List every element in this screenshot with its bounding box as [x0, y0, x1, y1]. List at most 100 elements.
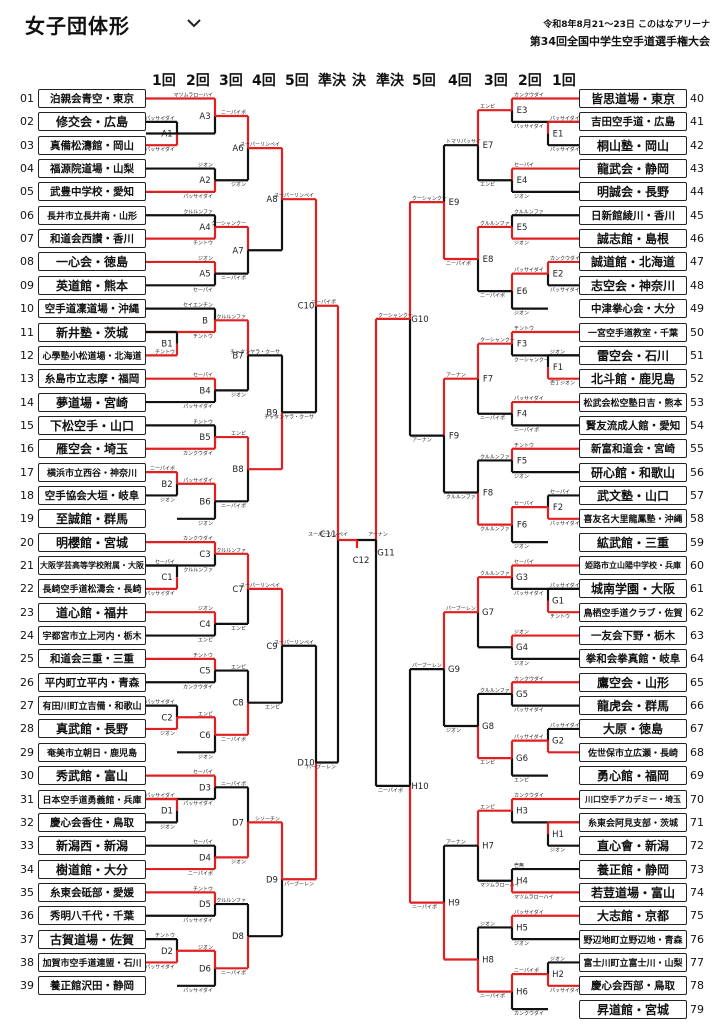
team-entry[interactable]: 佐世保市立広瀬・長崎	[579, 742, 687, 762]
team-entry[interactable]: 糸東会阿見支部・茨城	[579, 812, 687, 832]
team-entry[interactable]: 糸東会砥部・愛媛	[38, 882, 146, 902]
team-entry[interactable]: 研心館・和歌山	[579, 462, 687, 482]
team-entry[interactable]: 武豊中学校・愛知	[38, 182, 146, 202]
team-entry[interactable]: 大志館・京都	[579, 906, 687, 926]
team-entry[interactable]: 一宮空手道教室・千葉	[579, 322, 687, 342]
team-entry[interactable]: 奄美市立朝日・鹿児島	[38, 742, 146, 762]
match-label: C4	[199, 620, 210, 630]
team-entry[interactable]: 有田川町立吉備・和歌山	[38, 696, 146, 716]
team-entry[interactable]: 福源院道場・山梨	[38, 159, 146, 179]
team-entry[interactable]: 絋武館・三重	[579, 532, 687, 552]
team-entry[interactable]: 真武館・長野	[38, 719, 146, 739]
team-entry[interactable]: 勇心館・福岡	[579, 766, 687, 786]
team-entry[interactable]: 城南学園・大阪	[579, 579, 687, 599]
team-entry[interactable]: 養正館・静岡	[579, 859, 687, 879]
technique-label: ニーパイポ	[378, 787, 403, 794]
team-entry[interactable]: 樹道館・大分	[38, 859, 146, 879]
team-entry[interactable]: 志空会・神奈川	[579, 275, 687, 295]
technique-label: ニーパイポ	[480, 993, 505, 1000]
technique-label: セイエンチン	[183, 303, 213, 309]
team-entry[interactable]: 拳和会拳真館・岐阜	[579, 649, 687, 669]
team-entry[interactable]: 若荳道場・富山	[579, 882, 687, 902]
seed-number: 75	[690, 909, 704, 923]
team-entry[interactable]: 長井市立長井南・山形	[38, 205, 146, 225]
team-entry[interactable]: 新井塾・茨城	[38, 322, 146, 342]
team-entry[interactable]: 慶心会西部・鳥取	[579, 976, 687, 996]
team-entry[interactable]: 空手協会大垣・岐阜	[38, 485, 146, 505]
team-entry[interactable]: 川口空手アカデミー・埼玉	[579, 789, 687, 809]
team-entry[interactable]: 糸島市立志摩・福岡	[38, 369, 146, 389]
seed-number: 36	[20, 909, 34, 923]
team-entry[interactable]: 賢友流成人館・愛知	[579, 415, 687, 435]
team-entry[interactable]: 空手道凜道場・沖縄	[38, 299, 146, 319]
team-entry[interactable]: 大阪学芸高等学校附属・大阪	[38, 556, 146, 575]
team-entry[interactable]: 新富和道会・宮崎	[579, 439, 687, 459]
team-entry[interactable]: 富士川町立富士川・山梨	[579, 952, 687, 972]
team-entry[interactable]: 宇都宮市立上河内・栃木	[38, 626, 146, 646]
team-entry[interactable]: 慶心会香住・鳥取	[38, 812, 146, 832]
team-entry[interactable]: 道心館・福井	[38, 602, 146, 622]
technique-label: パッサイダイ	[183, 917, 213, 924]
technique-label: エンピ	[480, 805, 495, 811]
team-entry[interactable]: 龍虎会・群馬	[579, 696, 687, 716]
team-entry[interactable]: 誠志館・島根	[579, 229, 687, 249]
team-entry[interactable]: 誠道館・北海道	[579, 252, 687, 272]
team-entry[interactable]: 和道会三重・三重	[38, 649, 146, 669]
team-entry[interactable]: 横浜市立西谷・神奈川	[38, 462, 146, 482]
team-entry[interactable]: 龍武会・静岡	[579, 159, 687, 179]
team-entry[interactable]: 武文塾・山口	[579, 485, 687, 505]
team-entry[interactable]: 直心會・新潟	[579, 836, 687, 856]
team-entry[interactable]: 至誠館・群馬	[38, 509, 146, 529]
team-entry[interactable]: 修交会・広島	[38, 112, 146, 132]
team-entry[interactable]: 大原・徳島	[579, 719, 687, 739]
team-entry[interactable]: 泊親会青空・東京	[38, 89, 146, 108]
technique-label: チャタンヤラ・クーサ	[230, 348, 280, 355]
seed-number: 62	[690, 605, 704, 619]
match-label: E9	[449, 198, 460, 208]
technique-label: ジオン	[514, 941, 529, 947]
team-entry[interactable]: 下松空手・山口	[38, 415, 146, 435]
technique-label: ジオン	[231, 859, 246, 865]
team-entry[interactable]: 平内町立平内・青森	[38, 672, 146, 692]
team-entry[interactable]: 明誠会・長野	[579, 182, 687, 202]
team-entry[interactable]: 和道会西讃・香川	[38, 229, 146, 249]
team-entry[interactable]: 皆思道場・東京	[579, 89, 687, 108]
team-entry[interactable]: 古賀道場・佐賀	[38, 929, 146, 949]
team-entry[interactable]: 心學塾小松道場・北海道	[38, 345, 146, 365]
seed-number: 09	[20, 278, 34, 292]
team-entry[interactable]: 一友会下野・栃木	[579, 626, 687, 646]
team-entry[interactable]: 雷空会・石川	[579, 345, 687, 365]
team-entry[interactable]: 中津拳心会・大分	[579, 299, 687, 319]
team-entry[interactable]: 雁空会・埼玉	[38, 439, 146, 459]
team-entry[interactable]: 加賀市空手道連盟・石川	[38, 952, 146, 972]
team-entry[interactable]: 日新館綾川・香川	[579, 205, 687, 225]
team-entry[interactable]: 明櫻館・宮城	[38, 532, 146, 552]
chevron-down-icon[interactable]	[183, 12, 205, 34]
team-entry[interactable]: 昇道館・宮城	[579, 999, 687, 1019]
team-entry[interactable]: 鷹空会・山形	[579, 672, 687, 692]
team-entry[interactable]: 秀明八千代・千葉	[38, 906, 146, 926]
technique-label: ジオン	[550, 956, 565, 962]
team-entry[interactable]: 一心会・徳島	[38, 252, 146, 272]
seed-number: 20	[20, 535, 34, 549]
team-entry[interactable]: 喜友名大里龍鳳塾・沖縄	[579, 509, 687, 529]
team-entry[interactable]: 松武会松空塾日吉・熊本	[579, 392, 687, 412]
team-entry[interactable]: 英道館・熊本	[38, 275, 146, 295]
team-entry[interactable]: 新潟西・新潟	[38, 836, 146, 856]
team-entry[interactable]: 夢道場・宮崎	[38, 392, 146, 412]
match-label: A5	[199, 270, 210, 280]
team-entry[interactable]: 養正館沢田・静岡	[38, 976, 146, 996]
technique-label: ジオン	[514, 661, 529, 667]
team-entry[interactable]: 鳥栖空手道クラブ・佐賀	[579, 602, 687, 622]
team-entry[interactable]: 野辺地町立野辺地・青森	[579, 929, 687, 949]
team-entry[interactable]: 吉田空手道・広島	[579, 112, 687, 132]
team-entry[interactable]: 桐山塾・岡山	[579, 135, 687, 155]
team-entry[interactable]: 日本空手道勇義館・兵庫	[38, 789, 146, 809]
team-entry[interactable]: 姫路市立山陽中学校・兵庫	[579, 556, 687, 575]
team-entry[interactable]: 北斗館・鹿児島	[579, 369, 687, 389]
team-entry[interactable]: 秀武館・富山	[38, 766, 146, 786]
match-label: C7	[232, 585, 243, 595]
match-label: B5	[199, 433, 210, 443]
team-entry[interactable]: 真備松濤館・岡山	[38, 135, 146, 155]
team-entry[interactable]: 長崎空手道松濤会・長崎	[38, 579, 146, 599]
